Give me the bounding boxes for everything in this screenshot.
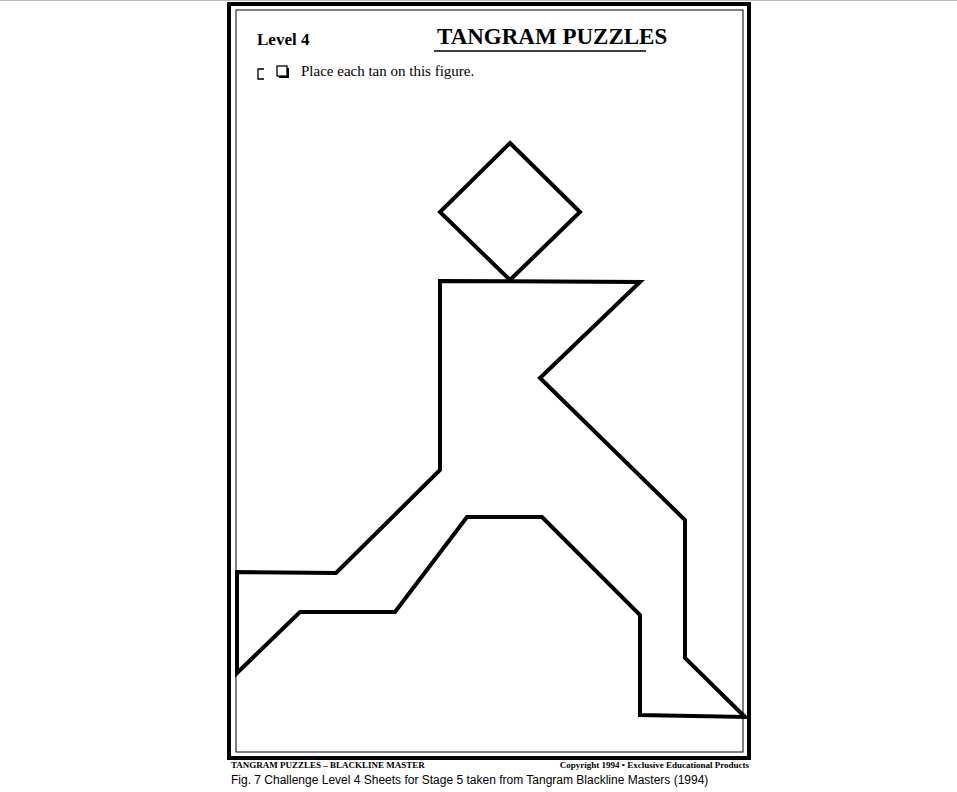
figure-caption: Fig. 7 Challenge Level 4 Sheets for Stag… xyxy=(231,774,708,787)
outer-border xyxy=(229,4,749,758)
checkbox-square xyxy=(277,66,287,76)
tangram-body xyxy=(237,281,745,717)
instruction: Place each tan on this figure. xyxy=(301,63,474,80)
footer-right: Copyright 1994 • Exclusive Educational P… xyxy=(560,761,749,771)
tangram-head xyxy=(440,143,580,280)
footer-left: TANGRAM PUZZLES – BLACKLINE MASTER xyxy=(231,761,425,771)
level-label: Level 4 xyxy=(257,31,309,50)
title-underline xyxy=(434,50,646,52)
sheet-title: TANGRAM PUZZLES xyxy=(437,24,667,49)
frame-line xyxy=(0,0,957,1)
checkbox-bracket xyxy=(258,69,264,79)
